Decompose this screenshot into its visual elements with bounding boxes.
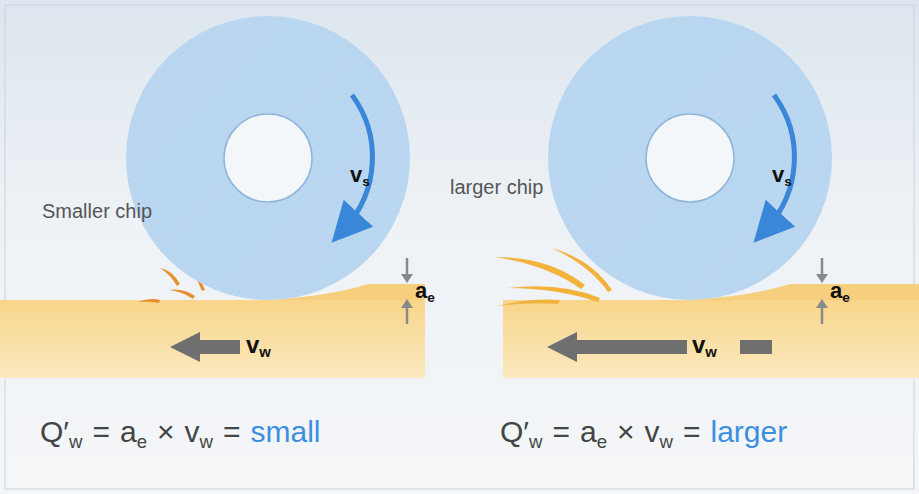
- depth-arrows: [401, 258, 413, 324]
- equation: a: [120, 415, 137, 449]
- feed-arrow: [547, 332, 772, 362]
- feed-symbol-group: vw: [692, 331, 717, 359]
- depth-arrows: [816, 258, 828, 324]
- feed-symbol: v: [246, 331, 259, 359]
- depth-symbol-group: ae: [415, 278, 435, 304]
- subscript: w: [660, 431, 673, 453]
- chip-label-group: larger chip: [450, 176, 543, 199]
- equation: ×: [157, 415, 175, 449]
- speed-symbol: v: [772, 162, 784, 188]
- grinding-wheel: [126, 16, 410, 300]
- chip-label: larger chip: [450, 176, 543, 199]
- equation: Q′: [500, 415, 529, 449]
- subscript: w: [705, 344, 717, 360]
- depth-symbol-group: ae: [830, 278, 850, 304]
- equation: a: [580, 415, 597, 449]
- speed-symbol: v: [350, 162, 362, 188]
- equation: ×: [617, 415, 635, 449]
- speed-symbol-group: vs: [350, 162, 370, 188]
- result-word: larger: [710, 415, 787, 449]
- equation: v: [645, 415, 660, 449]
- chip-label: Smaller chip: [42, 200, 152, 223]
- speed-symbol-group: vs: [772, 162, 792, 188]
- equation-group: Q′w=ae×vw=larger: [500, 415, 787, 449]
- subscript: w: [69, 431, 82, 453]
- result-word: small: [250, 415, 320, 449]
- chip-label-group: Smaller chip: [42, 200, 152, 223]
- equation: =: [552, 415, 570, 449]
- subscript: w: [529, 431, 542, 453]
- subscript: e: [427, 290, 435, 305]
- grinding-wheel: [548, 16, 832, 300]
- subscript: e: [137, 431, 147, 453]
- subscript: w: [200, 431, 213, 453]
- depth-symbol: a: [415, 278, 427, 304]
- equation: Q′: [40, 415, 69, 449]
- equation-group: Q′w=ae×vw=small: [40, 415, 320, 449]
- feed-arrow: [170, 332, 240, 362]
- feed-symbol-group: vw: [246, 331, 271, 359]
- subscript: e: [842, 290, 850, 305]
- equation: =: [223, 415, 241, 449]
- subscript: e: [597, 431, 607, 453]
- subscript: s: [362, 174, 370, 189]
- depth-symbol: a: [830, 278, 842, 304]
- equation: =: [92, 415, 110, 449]
- subscript: s: [784, 174, 792, 189]
- equation: v: [185, 415, 200, 449]
- subscript: w: [259, 344, 271, 360]
- workpiece: [0, 284, 425, 378]
- feed-symbol: v: [692, 331, 705, 359]
- equation: =: [683, 415, 701, 449]
